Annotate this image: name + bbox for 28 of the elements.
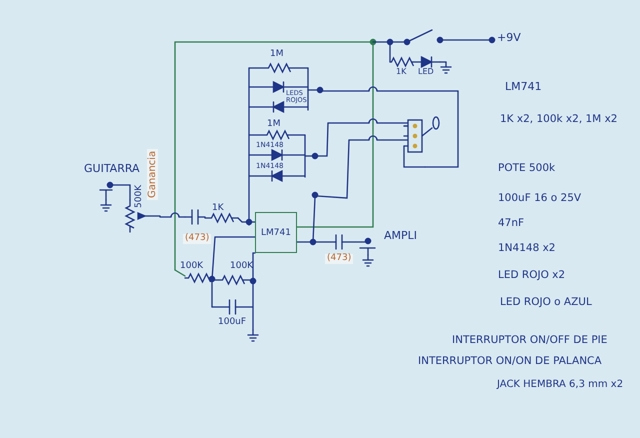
op-amp-chip [255, 212, 297, 253]
input-label: GUITARRA [84, 163, 140, 176]
component-value: 1M [267, 120, 280, 130]
parts-list-item: INTERRUPTOR ON/OFF DE PIE [452, 335, 608, 347]
component-value: 100K [230, 262, 254, 272]
parts-list-item: JACK HEMBRA 6,3 mm x2 [497, 379, 624, 390]
component-value: (473) [183, 234, 212, 244]
component-value: 1K [212, 204, 224, 214]
parts-list-item: POTE 500k [498, 163, 556, 175]
component-value: 500K [135, 184, 145, 208]
component-value: (473) [325, 254, 354, 264]
parts-list-item: 1N4148 x2 [498, 243, 556, 255]
parts-list-item: LM741 [505, 81, 542, 94]
output-label: AMPLI [384, 230, 418, 242]
parts-list-item: 47nF [498, 218, 524, 230]
supply-label: +9V [497, 32, 521, 44]
parts-list-item: INTERRUPTOR ON/ON DE PALANCA [418, 356, 602, 368]
parts-list-item: 1K x2, 100k x2, 1M x2 [500, 112, 618, 127]
parts-list-item: 100uF 16 o 25V [498, 193, 582, 205]
component-value: 100K [180, 262, 204, 272]
component-value: 1M [270, 50, 284, 60]
parts-list-item: LED ROJO x2 [498, 270, 566, 282]
parts-list-item: LED ROJO o AZUL [500, 297, 592, 309]
component-value: 100uF [218, 318, 246, 328]
component-value: LED [418, 68, 434, 77]
component-value: 1K [396, 68, 406, 77]
gain-label: Ganancia [147, 148, 158, 200]
chip-label: LM741 [261, 228, 291, 238]
